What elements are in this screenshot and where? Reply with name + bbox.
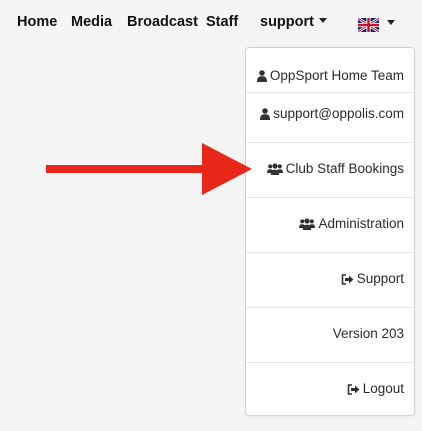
menu-divider <box>246 142 414 143</box>
uk-flag-icon <box>358 17 379 32</box>
menu-item-club-staff-bookings[interactable]: Club Staff Bookings <box>246 161 414 176</box>
menu-item-label: Club Staff Bookings <box>285 161 404 176</box>
menu-item-administration[interactable]: Administration <box>246 216 414 231</box>
nav-staff-link[interactable]: Staff <box>206 14 239 30</box>
menu-divider <box>246 252 414 253</box>
annotation-arrow-icon <box>46 143 252 195</box>
user-icon <box>256 70 267 82</box>
sign-out-icon <box>341 274 354 285</box>
menu-divider <box>246 307 414 308</box>
top-navbar: Home Media Broadcast Staff support <box>0 0 422 46</box>
support-dropdown-menu: OppSport Home Team support@oppolis.com C… <box>245 47 415 416</box>
menu-divider <box>246 362 414 363</box>
menu-item-logout[interactable]: Logout <box>246 381 414 396</box>
sign-out-icon <box>347 384 360 395</box>
chevron-down-icon <box>387 20 395 26</box>
menu-item-label: support@oppolis.com <box>273 106 404 121</box>
chevron-down-icon <box>318 17 327 23</box>
nav-support-dropdown-toggle[interactable]: support <box>260 14 327 30</box>
menu-item-version: Version 203 <box>246 326 414 341</box>
language-dropdown-toggle[interactable] <box>358 16 395 34</box>
menu-item-support[interactable]: Support <box>246 271 414 286</box>
menu-item-label: Administration <box>318 216 404 231</box>
menu-item-label: OppSport Home Team <box>269 68 404 83</box>
user-icon <box>260 108 271 120</box>
nav-broadcast-link[interactable]: Broadcast <box>127 14 198 30</box>
menu-divider <box>246 197 414 198</box>
menu-divider <box>246 92 414 93</box>
users-icon <box>266 163 283 175</box>
menu-item-label: Logout <box>362 381 404 396</box>
nav-support-label: support <box>260 14 314 30</box>
users-icon <box>299 218 316 230</box>
menu-item-label: Support <box>356 271 404 286</box>
nav-home-link[interactable]: Home <box>17 14 58 30</box>
menu-item-home-team[interactable]: OppSport Home Team <box>246 68 414 83</box>
nav-media-link[interactable]: Media <box>71 14 113 30</box>
version-label: Version 203 <box>332 326 404 341</box>
menu-item-email[interactable]: support@oppolis.com <box>246 106 414 121</box>
